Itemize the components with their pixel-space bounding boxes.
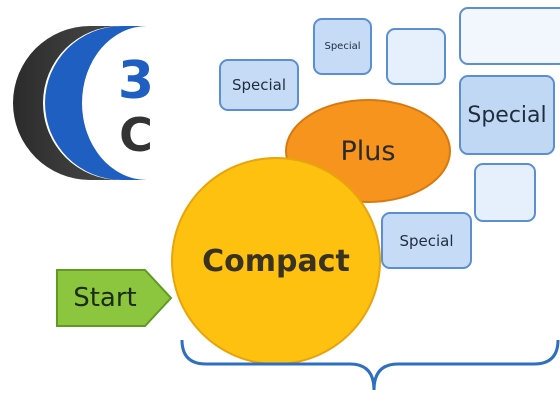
- special-box-label: Special: [467, 102, 547, 128]
- compact-label: Compact: [202, 243, 350, 279]
- logo-number: 3: [118, 51, 154, 111]
- curly-brace: [180, 339, 560, 391]
- special-box-label: Special: [231, 76, 287, 94]
- empty-box: [474, 163, 536, 222]
- special-box: Special: [381, 212, 472, 269]
- start-arrow: [56, 269, 173, 327]
- empty-box-wide: [459, 7, 560, 65]
- special-box-large: Special: [459, 75, 555, 155]
- special-box-label: Special: [324, 41, 361, 52]
- special-box-small: Special: [313, 18, 372, 75]
- start-label: Start: [73, 283, 137, 313]
- empty-box: [386, 28, 446, 85]
- plus-label: Plus: [340, 135, 396, 167]
- compact-circle: Compact: [171, 157, 381, 365]
- logo-letter: C: [119, 108, 153, 162]
- special-box: Special: [219, 59, 299, 111]
- special-box-label: Special: [399, 231, 454, 250]
- 3c-logo: 3 C: [13, 26, 180, 180]
